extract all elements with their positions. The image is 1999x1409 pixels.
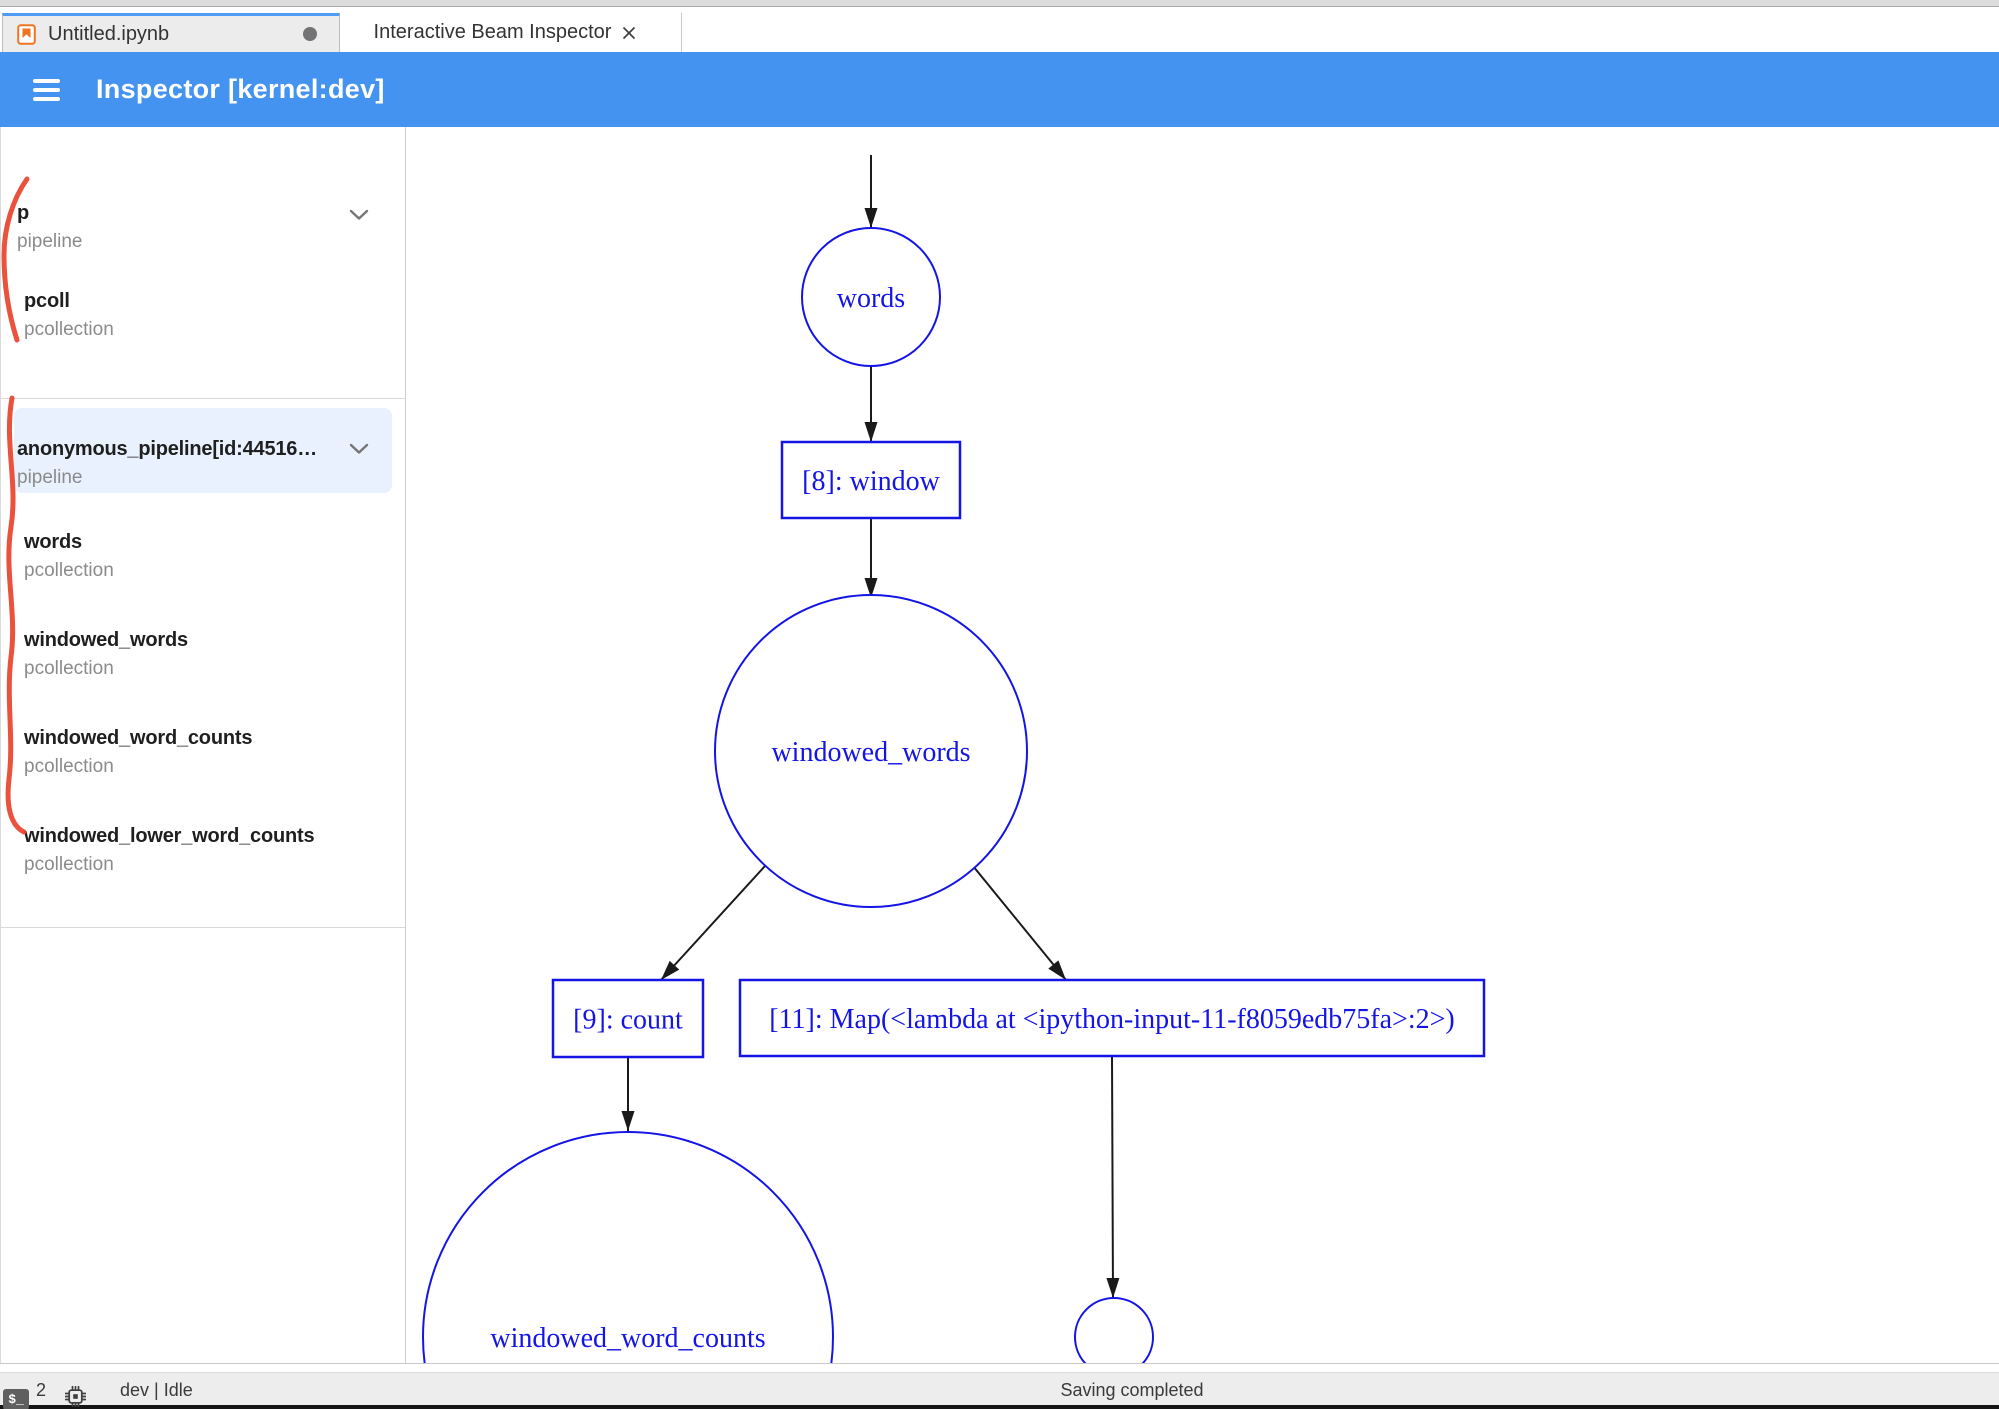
window-top-strip xyxy=(0,0,1999,7)
notebook-icon xyxy=(17,23,36,45)
item-type-label: pcollection xyxy=(24,319,114,340)
item-name: words xyxy=(24,531,82,553)
node-unnamed-pcollection xyxy=(1074,1297,1154,1363)
sidebar-item-windowed_word_counts[interactable]: windowed_word_counts pcollection xyxy=(1,727,405,777)
node-words: words xyxy=(801,227,941,367)
item-type-label: pipeline xyxy=(17,231,83,252)
sidebar-item-anonymous_pipeline-id-44516-[interactable]: anonymous_pipeline[id:44516… pipeline xyxy=(14,408,392,493)
unsaved-changes-dot-icon xyxy=(303,27,317,41)
item-name: windowed_lower_word_counts xyxy=(24,825,315,847)
inspector-header: Inspector [kernel:dev] xyxy=(0,52,1999,127)
pipeline-graph: words [8]: window windowed_words [9]: count… xyxy=(406,127,1999,1363)
node-transform-11-map: [11]: Map(<lambda at <ipython-input-11-f… xyxy=(738,978,1486,1058)
node-transform-8-window: [8]: window xyxy=(780,440,962,520)
graph-edge xyxy=(972,865,1067,981)
tab-label: Untitled.ipynb xyxy=(48,22,170,45)
node-windowed_word_counts: windowed_word_counts xyxy=(422,1131,834,1363)
node-label: [8]: window xyxy=(802,466,940,497)
tab-label: Interactive Beam Inspector xyxy=(373,21,612,43)
item-type-label: pcollection xyxy=(24,854,114,875)
node-label: windowed_word_counts xyxy=(490,1323,765,1354)
terminal-icon-glyph: $_ xyxy=(8,1392,24,1407)
node-label: [11]: Map(<lambda at <ipython-input-11-f… xyxy=(769,1004,1454,1035)
status-message: Saving completed xyxy=(1060,1380,1204,1400)
tab-beam-inspector[interactable]: Interactive Beam Inspector xyxy=(340,13,682,52)
content-statusbar-gap xyxy=(0,1364,1999,1372)
kernel-status[interactable]: dev | Idle xyxy=(120,1380,193,1400)
graph-edge xyxy=(1106,1055,1120,1299)
node-label: words xyxy=(837,283,905,314)
item-type-label: pcollection xyxy=(24,560,114,581)
item-name: anonymous_pipeline[id:44516… xyxy=(17,438,318,460)
sidebar-item-pcoll[interactable]: pcoll pcollection xyxy=(1,290,405,340)
tab-bar: Untitled.ipynb Interactive Beam Inspecto… xyxy=(0,7,1999,52)
pipeline-section: anonymous_pipeline[id:44516… pipeline word… xyxy=(1,399,405,928)
menu-icon[interactable] xyxy=(33,78,60,101)
sidebar-item-words[interactable]: words pcollection xyxy=(1,531,405,581)
sidebar-item-windowed_words[interactable]: windowed_words pcollection xyxy=(1,629,405,679)
page-title: Inspector [kernel:dev] xyxy=(96,74,385,104)
chevron-down-icon[interactable] xyxy=(349,208,369,226)
kernel-count[interactable]: 2 xyxy=(36,1380,47,1400)
item-name: windowed_words xyxy=(24,629,188,651)
item-name: pcoll xyxy=(24,290,70,312)
node-transform-9-count: [9]: count xyxy=(551,978,705,1059)
item-name: windowed_word_counts xyxy=(24,727,253,749)
sidebar-item-windowed_lower_word_counts[interactable]: windowed_lower_word_counts pcollection xyxy=(1,825,405,875)
chevron-down-icon[interactable] xyxy=(349,442,369,460)
pipeline-section: p pipeline pcoll pcollection xyxy=(1,127,405,399)
item-type-label: pcollection xyxy=(24,756,114,777)
sidebar-item-p[interactable]: p pipeline xyxy=(1,202,405,252)
window-bottom-edge xyxy=(0,1405,1999,1409)
node-label: windowed_words xyxy=(771,737,970,768)
item-name: p xyxy=(17,202,30,224)
node-label: [9]: count xyxy=(573,1005,683,1036)
node-windowed_words: windowed_words xyxy=(714,594,1028,908)
item-type-label: pipeline xyxy=(17,467,83,488)
item-type-label: pcollection xyxy=(24,658,114,679)
close-icon[interactable] xyxy=(621,25,637,41)
tab-untitled-notebook[interactable]: Untitled.ipynb xyxy=(2,13,340,52)
terminal-status-icon[interactable]: $_ xyxy=(3,1389,29,1409)
kernel-icon[interactable] xyxy=(64,1385,87,1409)
graph-edge xyxy=(660,865,766,981)
status-bar: $_ 2 dev | Idle Saving completed xyxy=(0,1372,1999,1409)
